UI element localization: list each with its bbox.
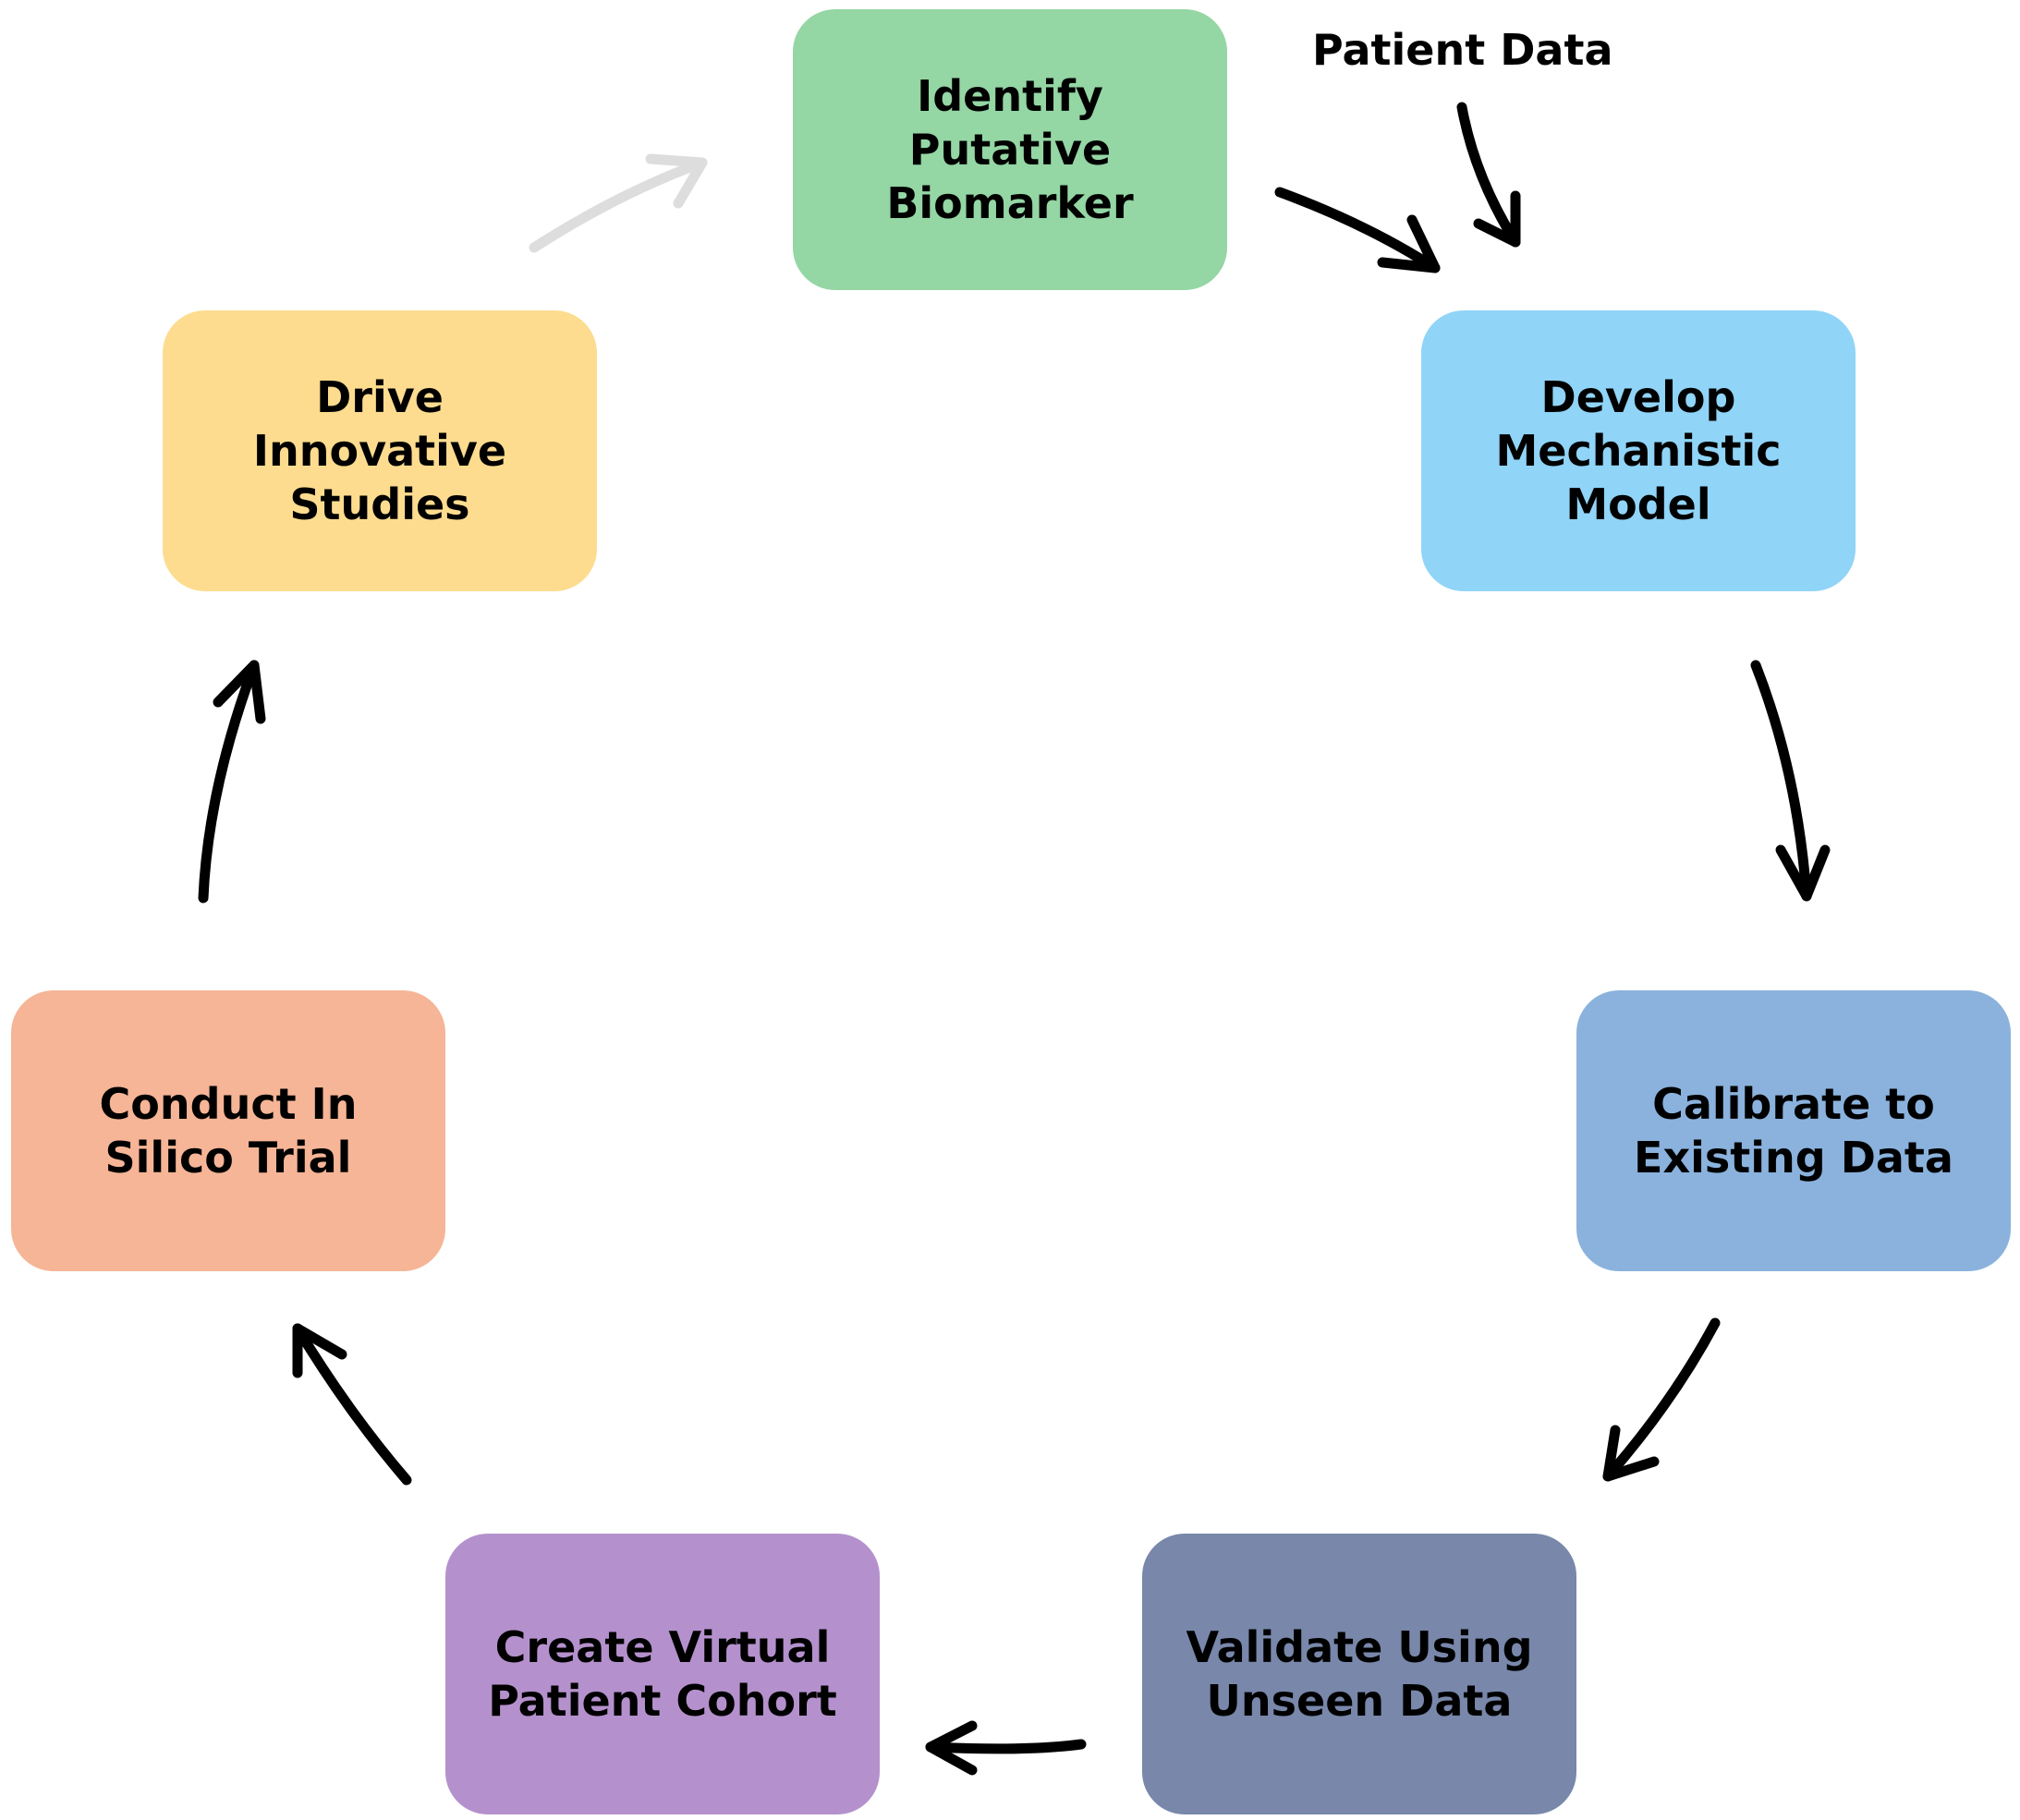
node-label-line: Biomarker [886, 178, 1134, 228]
node-label-line: Calibrate to [1652, 1079, 1935, 1129]
node-label-line: Create Virtual [494, 1622, 831, 1672]
arrow-create-to-conduct [292, 1323, 412, 1486]
node-label-line: Drive [316, 372, 444, 422]
arrow-conduct-to-drive [198, 660, 266, 904]
node-label-line: Develop [1540, 372, 1736, 422]
node-label-line: Mechanistic [1495, 426, 1782, 476]
node-label-line: Patient Cohort [488, 1676, 837, 1726]
node-label-line: Silico Trial [104, 1133, 352, 1183]
arrow-calibrate-to-validate [1602, 1317, 1721, 1482]
node-label-line: Innovative [252, 426, 507, 476]
node-label-line: Model [1565, 479, 1711, 529]
node-label-line: Putative [908, 125, 1112, 175]
node-label-line: Identify [917, 71, 1103, 121]
node-label-line: Studies [289, 479, 470, 529]
node-label-line: Existing Data [1634, 1133, 1953, 1183]
arrow-validate-to-create [925, 1720, 1087, 1776]
arrow-drive-to-identify [529, 153, 708, 253]
node-label-line: Validate Using [1186, 1622, 1533, 1672]
node-label-line: Conduct In [99, 1079, 358, 1129]
arrow-develop-to-calibrate [1750, 660, 1831, 902]
patient-data-label: Patient Data [1312, 25, 1613, 75]
arrow-identify-to-develop [1274, 187, 1441, 273]
arrow-patient-data-to-develop [1456, 102, 1521, 248]
node-label-line: Unseen Data [1206, 1676, 1513, 1726]
